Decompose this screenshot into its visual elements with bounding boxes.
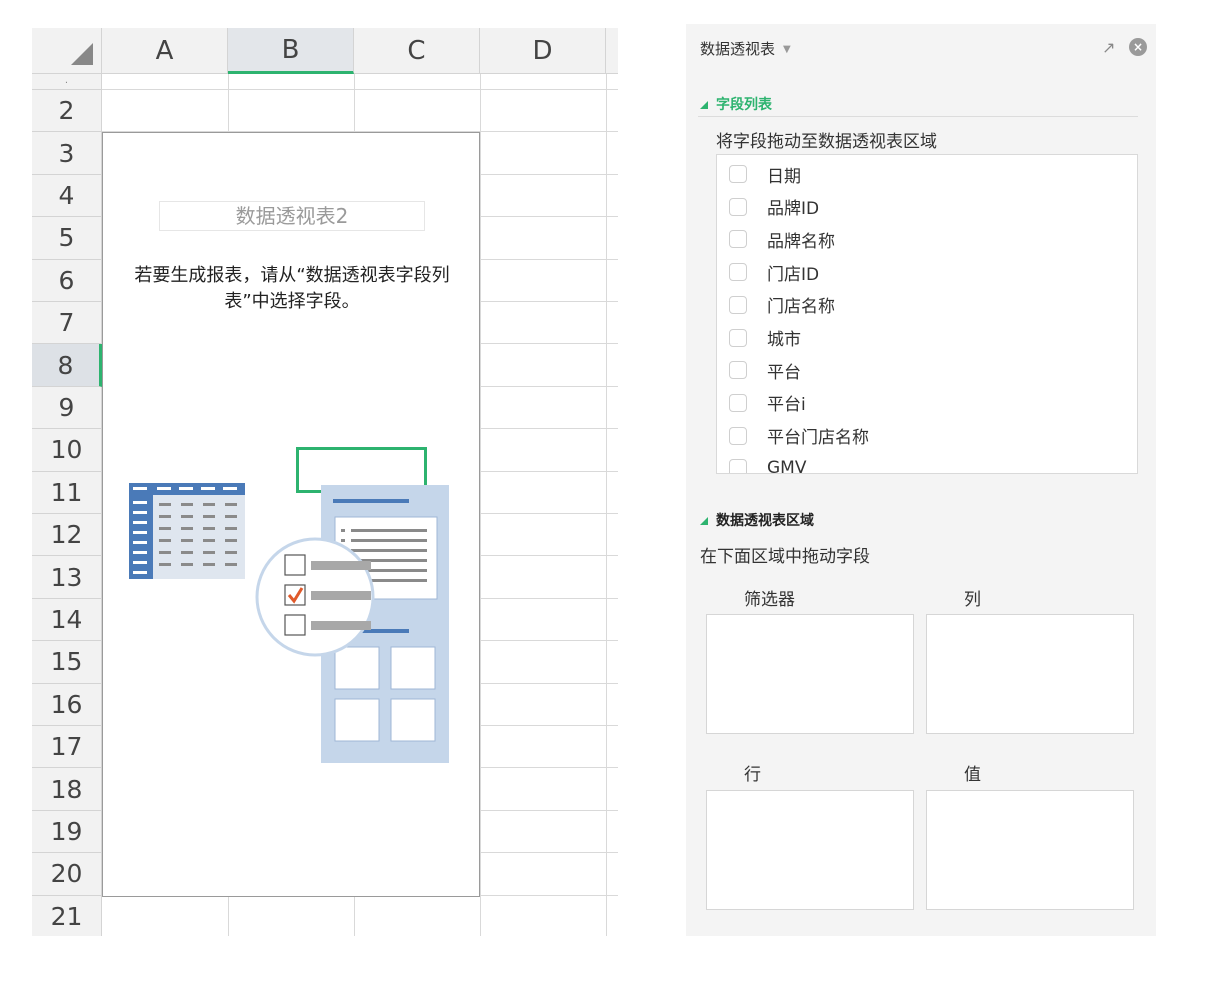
- areas-section-title: 数据透视表区域: [716, 513, 814, 529]
- field-checkbox[interactable]: [729, 426, 747, 445]
- select-all-corner[interactable]: [32, 28, 102, 74]
- row-header-2[interactable]: 2: [32, 90, 102, 133]
- close-icon[interactable]: ×: [1129, 38, 1147, 56]
- field-item[interactable]: 平台i: [729, 388, 806, 418]
- field-checkbox[interactable]: [729, 328, 747, 347]
- row-header-partial[interactable]: ·: [32, 74, 102, 90]
- panel-title[interactable]: 数据透视表 ▼: [700, 38, 791, 59]
- field-label: 日期: [767, 166, 801, 187]
- field-checkbox[interactable]: [729, 263, 747, 282]
- field-label: 平台: [767, 362, 801, 383]
- panel-title-text: 数据透视表: [700, 40, 776, 58]
- rows-area-label: 行: [744, 765, 761, 785]
- column-header-c[interactable]: C: [354, 28, 480, 74]
- row-header-21[interactable]: 21: [32, 895, 102, 936]
- row-header-16[interactable]: 16: [32, 683, 102, 726]
- row-header-3[interactable]: 3: [32, 132, 102, 175]
- field-item[interactable]: 日期: [729, 159, 801, 189]
- fields-section-header[interactable]: 字段列表: [700, 94, 772, 114]
- values-drop-area[interactable]: [926, 790, 1134, 910]
- pivot-illustration-icon: [129, 483, 449, 763]
- areas-hint: 在下面区域中拖动字段: [700, 547, 870, 567]
- field-label: 平台i: [767, 395, 806, 416]
- columns-drop-area[interactable]: [926, 614, 1134, 734]
- row-header-9[interactable]: 9: [32, 386, 102, 430]
- column-header-d[interactable]: D: [480, 28, 606, 74]
- row-header-14[interactable]: 14: [32, 598, 102, 642]
- pivot-table-name: 数据透视表2: [159, 201, 425, 231]
- field-label: 门店ID: [767, 264, 820, 285]
- collapse-triangle-icon: [700, 101, 708, 109]
- row-header-17[interactable]: 17: [32, 726, 102, 769]
- row-header-10[interactable]: 10: [32, 429, 102, 472]
- pivot-table-message: 若要生成报表，请从“数据透视表字段列表”中选择字段。: [134, 265, 450, 312]
- field-label: 门店名称: [767, 297, 835, 318]
- field-checkbox[interactable]: [729, 393, 747, 412]
- column-header-partial[interactable]: [606, 28, 618, 74]
- caret-down-icon: ▼: [783, 44, 791, 55]
- row-header-20[interactable]: 20: [32, 853, 102, 896]
- areas-section-header[interactable]: 数据透视表区域: [700, 510, 814, 530]
- filters-drop-area[interactable]: [706, 614, 914, 734]
- values-area-label: 值: [964, 765, 981, 785]
- row-header-11[interactable]: 11: [32, 471, 102, 514]
- field-item[interactable]: 品牌名称: [729, 224, 835, 254]
- field-checkbox[interactable]: [729, 459, 747, 473]
- field-label: 城市: [767, 330, 801, 350]
- columns-area-label: 列: [964, 590, 981, 610]
- field-label: GMV: [767, 458, 807, 474]
- fields-section-title: 字段列表: [716, 97, 772, 113]
- field-label: 品牌ID: [767, 199, 820, 220]
- expand-icon[interactable]: ↗: [1102, 38, 1116, 57]
- field-checkbox[interactable]: [729, 361, 747, 380]
- row-header-15[interactable]: 15: [32, 641, 102, 684]
- fields-hint: 将字段拖动至数据透视表区域: [716, 132, 937, 152]
- select-all-icon: [71, 43, 93, 65]
- field-list[interactable]: 日期品牌ID 品牌名称门店ID 门店名称城市平台平台i 平台门店名称 GMV: [716, 154, 1138, 474]
- field-checkbox[interactable]: [729, 165, 747, 183]
- column-header-a[interactable]: A: [102, 28, 228, 74]
- pivot-field-panel: 数据透视表 ▼ ↗ × 字段列表 将字段拖动至数据透视表区域 日期品牌ID 品牌名称…: [686, 24, 1156, 936]
- row-header-19[interactable]: 19: [32, 810, 102, 854]
- field-item[interactable]: 门店ID: [729, 257, 819, 287]
- row-header-13[interactable]: 13: [32, 556, 102, 599]
- field-checkbox[interactable]: [729, 295, 747, 314]
- row-header-8[interactable]: 8: [32, 344, 102, 387]
- field-checkbox[interactable]: [729, 197, 747, 216]
- field-item[interactable]: 城市: [729, 323, 801, 353]
- row-header-18[interactable]: 18: [32, 768, 102, 811]
- row-header-6[interactable]: 6: [32, 259, 102, 302]
- field-checkbox[interactable]: [729, 230, 747, 249]
- field-item[interactable]: 品牌ID: [729, 192, 819, 222]
- field-item[interactable]: 平台门店名称: [729, 421, 869, 451]
- rows-drop-area[interactable]: [706, 790, 914, 910]
- row-header-12[interactable]: 12: [32, 514, 102, 557]
- collapse-triangle-icon: [700, 517, 708, 525]
- row-header-5[interactable]: 5: [32, 217, 102, 260]
- field-item[interactable]: 门店名称: [729, 290, 835, 320]
- field-item[interactable]: 平台: [729, 355, 801, 385]
- row-header-7[interactable]: 7: [32, 302, 102, 345]
- column-header-b[interactable]: B: [228, 28, 354, 74]
- pivot-table-placeholder[interactable]: 数据透视表2 若要生成报表，请从“数据透视表字段列表”中选择字段。: [102, 132, 480, 897]
- field-label: 平台门店名称: [767, 428, 869, 449]
- field-label: 品牌名称: [767, 231, 835, 252]
- row-header-4[interactable]: 4: [32, 174, 102, 218]
- filters-area-label: 筛选器: [744, 590, 795, 610]
- field-item[interactable]: GMV: [729, 453, 807, 474]
